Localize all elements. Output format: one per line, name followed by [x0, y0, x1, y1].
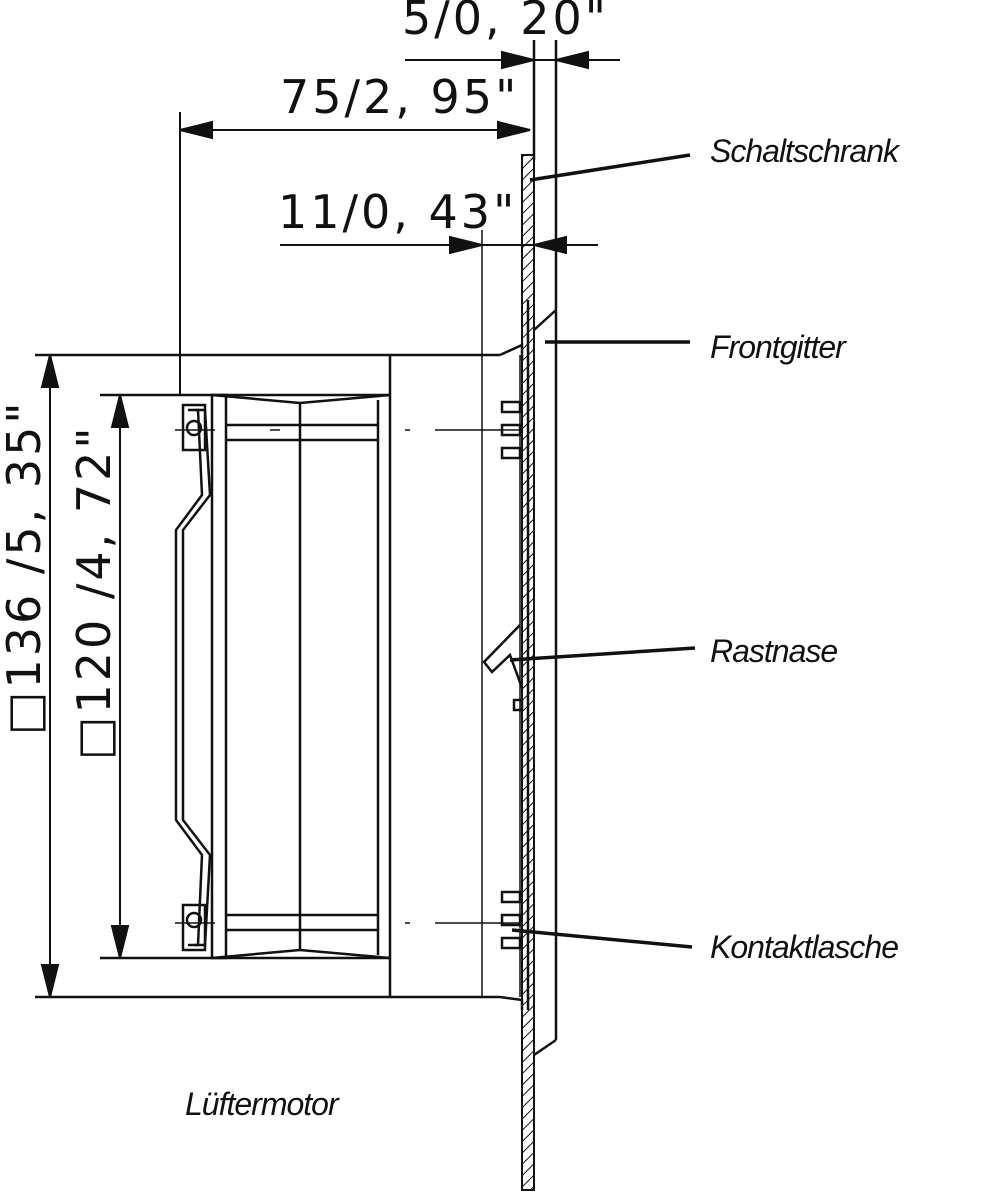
housing [35, 230, 521, 999]
contact-tabs-bottom [500, 890, 522, 950]
leader-lines [509, 153, 696, 949]
dim-wall-thickness: 5/0, 20" [402, 0, 609, 45]
label-latch: Rastnase [710, 633, 837, 669]
label-contact-tab: Kontaktlasche [710, 929, 898, 965]
label-fan-motor: Lüftermotor [185, 1086, 340, 1122]
dimension-lines [40, 50, 620, 998]
dim-grille-depth: 11/0, 43" [278, 185, 517, 239]
center-lines [175, 429, 520, 924]
dim-depth-total: 75/2, 95" [280, 70, 519, 124]
fan-motor [100, 393, 391, 960]
latch [482, 624, 524, 712]
dim-outer-square: □136 /5, 35" [0, 399, 51, 735]
dim-inner-square: □120 /4, 72" [67, 424, 121, 760]
label-cabinet: Schaltschrank [710, 133, 901, 169]
label-front-grille: Frontgitter [710, 329, 847, 365]
